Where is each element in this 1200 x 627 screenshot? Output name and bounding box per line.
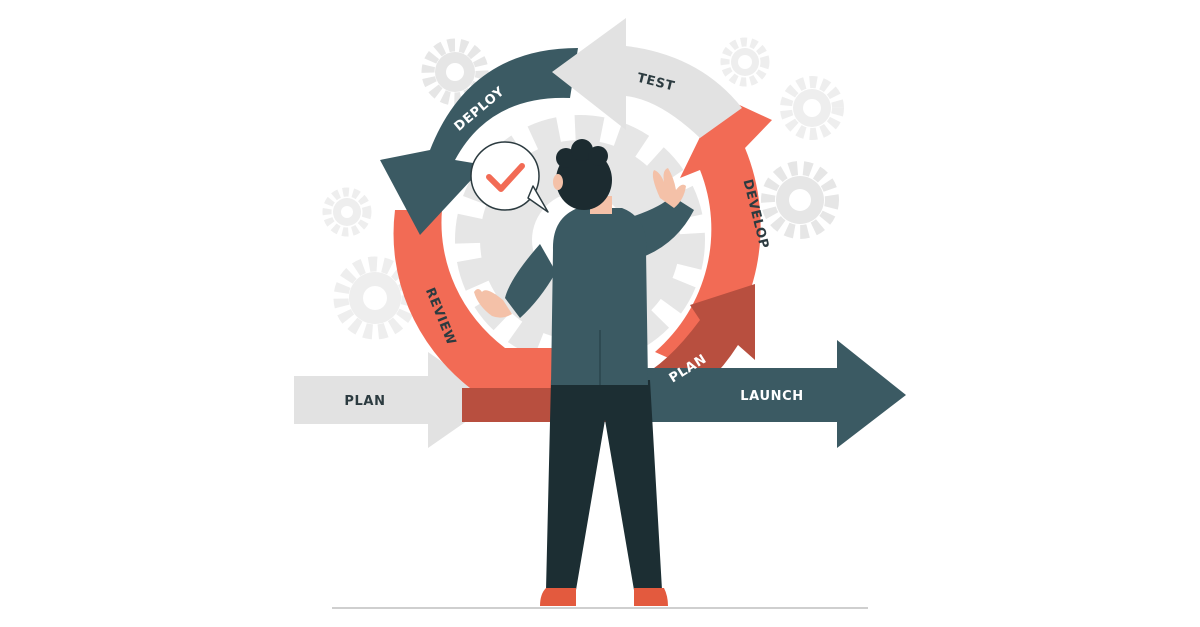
gear-icon	[720, 37, 770, 87]
plan-left-label: PLAN	[344, 394, 385, 409]
test-arrow	[552, 18, 742, 138]
check-bubble	[470, 141, 549, 213]
launch-label: LAUNCH	[740, 389, 803, 404]
plan-left-arrow	[294, 352, 497, 448]
gear-icon	[421, 38, 489, 106]
launch-arrow	[645, 340, 906, 448]
review-arrow	[393, 210, 560, 388]
person	[474, 139, 694, 606]
check-icon	[486, 163, 525, 192]
deploy-arrow	[380, 48, 578, 235]
gear-icon	[780, 76, 844, 140]
gear-icon	[761, 161, 839, 239]
gear-icon	[322, 187, 372, 237]
